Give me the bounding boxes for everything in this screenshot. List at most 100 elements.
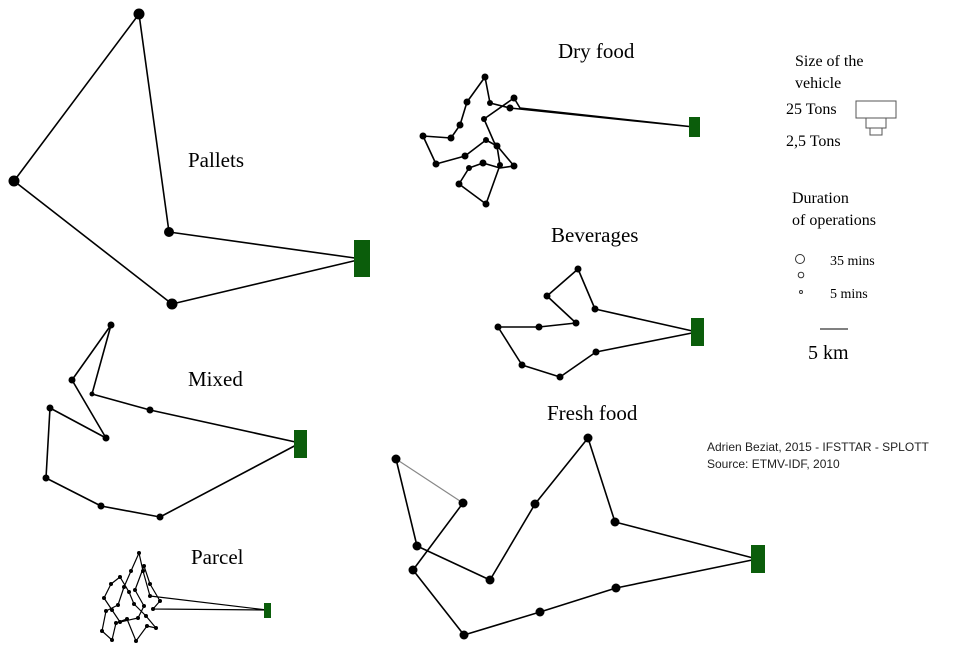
- label-dry-food: Dry food: [558, 39, 635, 63]
- stop: [97, 502, 105, 510]
- stop: [134, 639, 138, 643]
- stop: [455, 180, 463, 188]
- scale-label: 5 km: [808, 342, 849, 364]
- stop: [506, 104, 514, 112]
- route-mixed: [42, 321, 307, 521]
- route-fresh-food: [391, 433, 765, 640]
- vehicle-size-small-symbol: [869, 127, 883, 136]
- stop: [543, 292, 551, 300]
- stop: [125, 617, 129, 621]
- legend-duration-title-1: Duration: [792, 190, 849, 207]
- route-pallets: [8, 8, 370, 310]
- route-line: [497, 268, 698, 378]
- route-parcel: [100, 551, 271, 643]
- stop: [146, 406, 154, 414]
- stop: [133, 8, 145, 20]
- vehicle-size-mid-symbol: [865, 117, 887, 129]
- stop: [164, 227, 174, 237]
- stop: [463, 98, 471, 106]
- legend-size-large: 25 Tons: [786, 101, 837, 118]
- stop: [42, 474, 50, 482]
- stop: [432, 160, 440, 168]
- stop: [611, 583, 621, 593]
- duration-5-symbol: [799, 290, 803, 294]
- stop: [535, 323, 543, 331]
- stop: [136, 616, 140, 620]
- stop: [481, 116, 487, 122]
- stop: [461, 152, 469, 160]
- stop: [144, 614, 148, 618]
- stop: [493, 142, 501, 150]
- duration-35-symbol: [795, 254, 805, 264]
- stop: [591, 305, 599, 313]
- stop: [133, 588, 137, 592]
- stop: [572, 319, 580, 327]
- stop: [466, 165, 472, 171]
- stop: [391, 454, 401, 464]
- stop: [166, 298, 178, 310]
- route-dry-food: [419, 73, 700, 208]
- stop: [110, 608, 114, 612]
- stop: [556, 373, 564, 381]
- legend-size-small: 2,5 Tons: [786, 133, 841, 150]
- route-line: [412, 502, 758, 636]
- stop: [574, 265, 582, 273]
- stop: [592, 348, 600, 356]
- stop: [129, 569, 133, 573]
- stop: [408, 565, 418, 575]
- stop: [497, 162, 503, 168]
- legend-duration-title-2: of operations: [792, 212, 876, 229]
- route-line: [395, 437, 758, 581]
- stop: [419, 132, 427, 140]
- stop: [116, 603, 120, 607]
- stop: [127, 590, 131, 594]
- parcel-stops: [100, 551, 162, 643]
- depot: [354, 240, 370, 277]
- stop: [148, 594, 152, 598]
- stop: [109, 582, 113, 586]
- route-line: [422, 76, 695, 205]
- stop: [46, 404, 54, 412]
- duration-mid-symbol: [797, 271, 805, 279]
- stop: [458, 498, 468, 508]
- stop: [485, 575, 495, 585]
- stop: [447, 134, 455, 142]
- stop: [583, 433, 593, 443]
- stop: [510, 162, 518, 170]
- stop: [89, 391, 95, 397]
- stop: [487, 100, 493, 106]
- stop: [118, 575, 122, 579]
- legend-vehicle-size: Size of the vehicle 25 Tons 2,5 Tons: [786, 53, 897, 150]
- depot: [264, 603, 271, 618]
- stop: [68, 376, 76, 384]
- legend-duration-long: 35 mins: [830, 254, 875, 269]
- stop: [145, 624, 149, 628]
- stop: [459, 630, 469, 640]
- route-line-thin: [395, 458, 464, 504]
- stop: [137, 551, 141, 555]
- legend-size-title-1: Size of the: [795, 53, 863, 70]
- route-line: [13, 13, 363, 305]
- stop: [481, 73, 489, 81]
- stop: [102, 434, 110, 442]
- scale-bar: 5 km: [808, 328, 849, 364]
- stop: [482, 200, 490, 208]
- stop: [114, 621, 118, 625]
- stop: [456, 121, 464, 129]
- label-beverages: Beverages: [551, 223, 638, 247]
- stop: [154, 626, 158, 630]
- stop: [110, 638, 114, 642]
- stop: [479, 159, 487, 167]
- credit-author: Adrien Beziat, 2015 - IFSTTAR - SPLOTT: [707, 440, 930, 454]
- depot: [751, 545, 765, 573]
- stop: [148, 582, 152, 586]
- route-beverages: [494, 265, 704, 381]
- stop: [8, 175, 20, 187]
- stop: [158, 599, 162, 603]
- depot: [294, 430, 307, 458]
- legend-duration-short: 5 mins: [830, 287, 868, 302]
- label-parcel: Parcel: [191, 545, 244, 569]
- stop: [412, 541, 422, 551]
- depot: [691, 318, 704, 346]
